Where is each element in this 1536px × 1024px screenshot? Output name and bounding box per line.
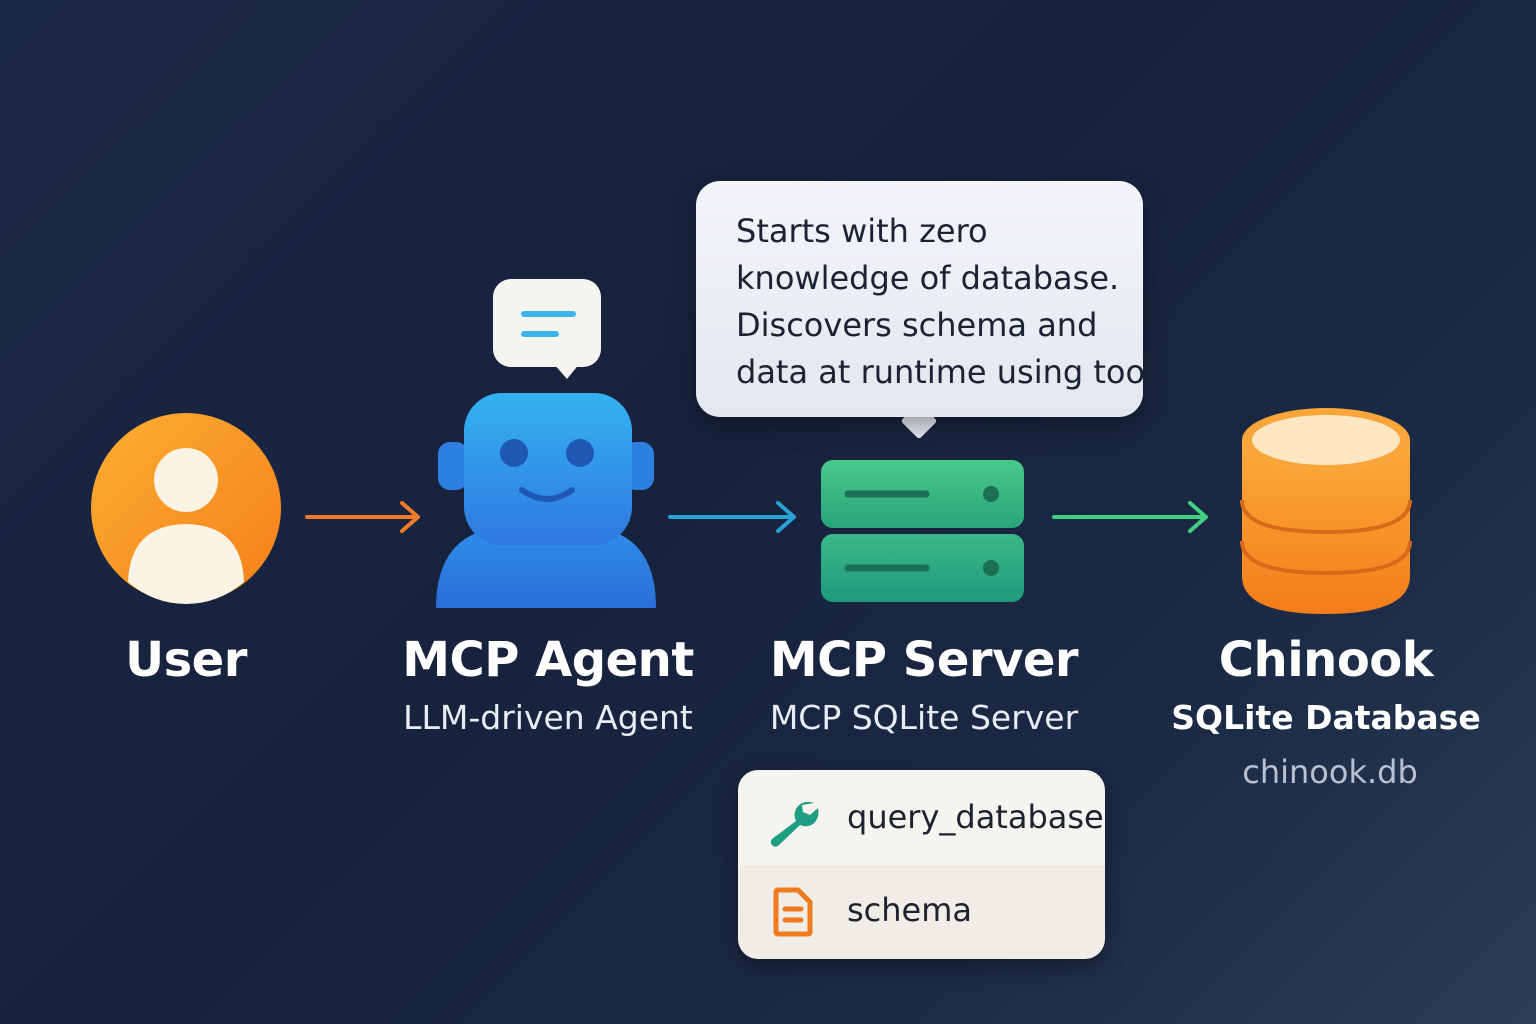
tool-row-schema[interactable]: schema bbox=[738, 865, 1105, 959]
tool-label: schema bbox=[847, 891, 973, 929]
user-title: User bbox=[125, 632, 247, 688]
agent-subtitle: LLM-driven Agent bbox=[403, 698, 693, 737]
tool-row-query-database[interactable]: query_database bbox=[738, 770, 1105, 865]
robot-icon bbox=[436, 393, 656, 608]
database-title: Chinook bbox=[1218, 632, 1434, 688]
tool-label: query_database bbox=[847, 798, 1104, 836]
wrench-icon bbox=[770, 801, 819, 847]
server-icon bbox=[821, 460, 1024, 602]
speech-line: Discovers schema and bbox=[736, 306, 1098, 344]
arrow-server-to-database bbox=[1052, 501, 1208, 533]
speech-bubble-text: Starts with zero knowledge of database. … bbox=[736, 208, 1165, 396]
tools-panel: query_database schema bbox=[738, 770, 1105, 959]
agent-title: MCP Agent bbox=[402, 632, 694, 688]
speech-line: knowledge of database. bbox=[736, 259, 1120, 297]
server-subtitle: MCP SQLite Server bbox=[769, 698, 1079, 737]
document-icon bbox=[773, 887, 813, 937]
database-subtitle: SQLite Database bbox=[1171, 698, 1481, 737]
user-avatar-icon bbox=[91, 413, 281, 604]
database-filename: chinook.db bbox=[1242, 753, 1418, 791]
server-title: MCP Server bbox=[769, 632, 1079, 688]
speech-line: Starts with zero bbox=[736, 212, 988, 250]
arrow-user-to-agent bbox=[305, 501, 420, 533]
database-cylinder-icon bbox=[1240, 408, 1412, 614]
speech-line: data at runtime using tool: bbox=[736, 353, 1165, 391]
speech-bubble bbox=[696, 181, 1143, 417]
arrow-agent-to-server bbox=[668, 501, 796, 533]
chat-bubble-icon bbox=[493, 279, 601, 379]
